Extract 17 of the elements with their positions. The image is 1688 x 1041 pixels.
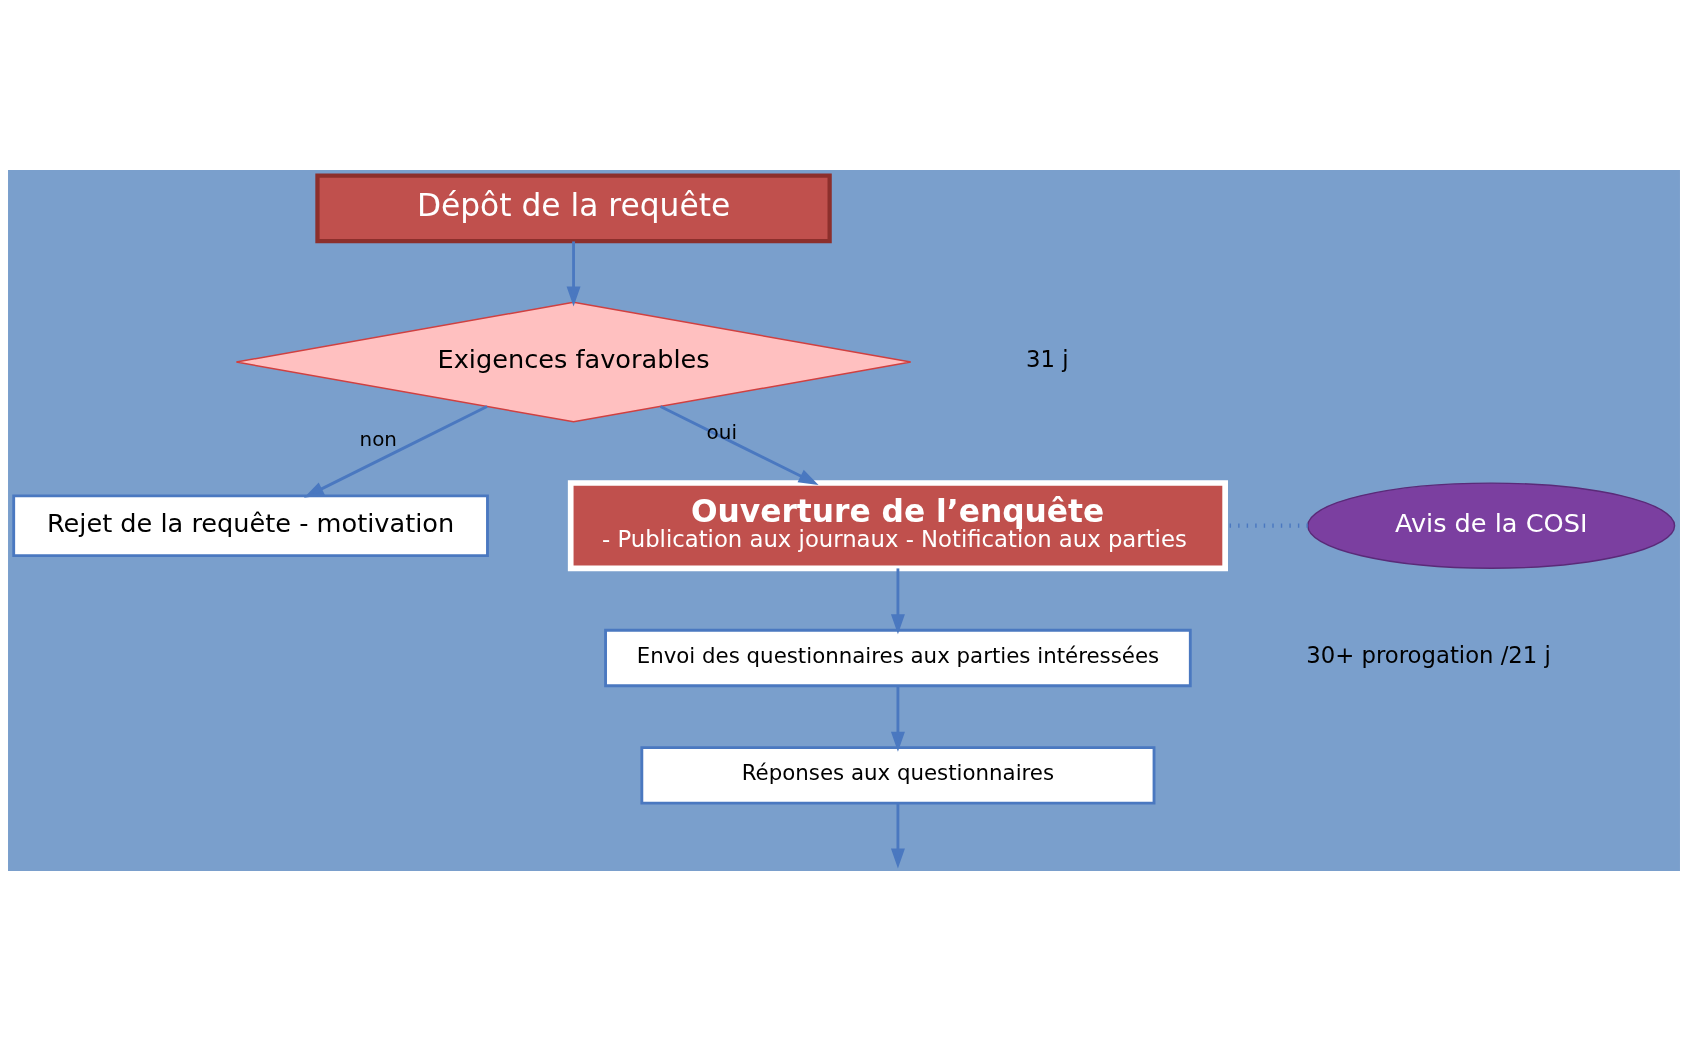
arrow	[890, 686, 905, 752]
node-box: Dépôt de la requête	[315, 173, 832, 244]
arrow	[890, 803, 905, 869]
node-box: Réponses aux questionnaires	[640, 746, 1156, 805]
node-box: Ouverture de l’enquête - Publication aux journaux - Notification aux parties	[567, 480, 1228, 572]
node-box: Rejet de la requête - motivation	[12, 494, 489, 557]
arrow	[659, 405, 819, 485]
node-box: Envoi des questionnaires aux parties intéressées	[604, 628, 1192, 688]
arrow	[566, 241, 581, 307]
node-ellipse: Avis de la COSI	[1307, 482, 1676, 569]
label: 31 j	[1026, 346, 1069, 373]
label: 30+ prorogation /21 j	[1306, 642, 1551, 669]
arrow	[890, 568, 905, 635]
node-diamond: Exigences favorables	[235, 301, 912, 423]
edge-label: oui	[706, 421, 737, 445]
arrow	[303, 405, 488, 498]
edge-label: non	[359, 427, 397, 451]
